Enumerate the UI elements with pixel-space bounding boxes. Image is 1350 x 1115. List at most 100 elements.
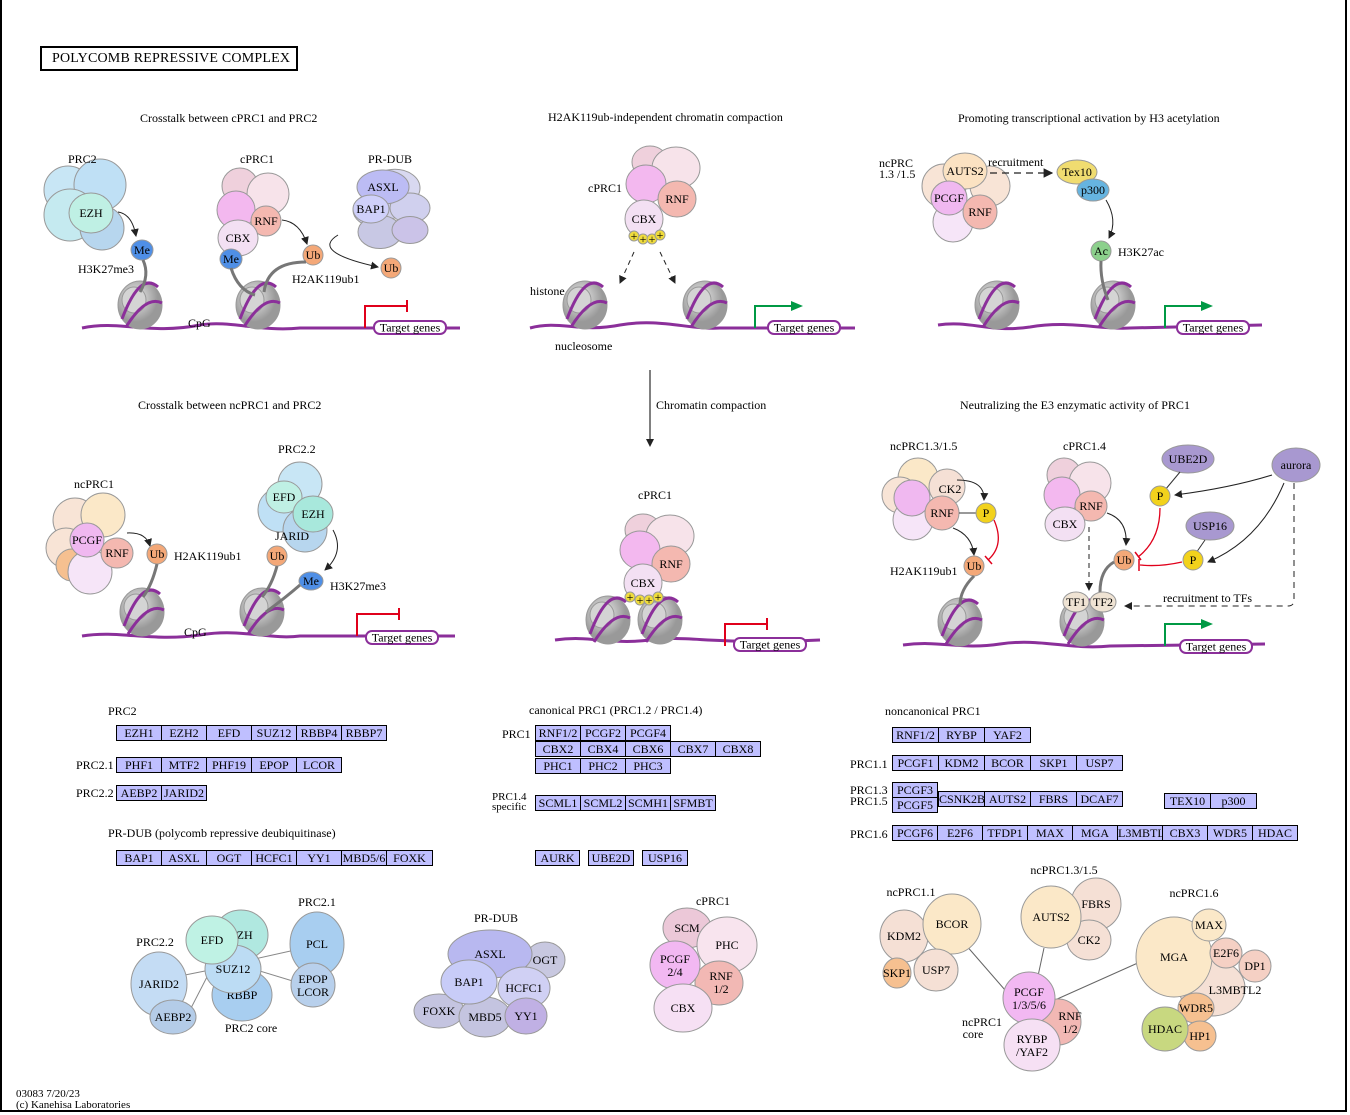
gene-BCOR[interactable]: BCOR (984, 755, 1031, 771)
gene-RYBP[interactable]: RYBP (938, 727, 985, 743)
gene-RNF1-2[interactable]: RNF1/2 (892, 727, 939, 743)
prdub-complex-title: PR-DUB (474, 911, 518, 925)
gene-FBRS[interactable]: FBRS (1030, 791, 1077, 807)
gene-EZH1[interactable]: EZH1 (116, 725, 162, 741)
gene-PHC1[interactable]: PHC1 (535, 758, 581, 774)
ube2d-node (1161, 444, 1215, 474)
gene-MTF2[interactable]: MTF2 (161, 757, 207, 773)
activate-promoter-2-head (791, 301, 803, 311)
gene-RNF1-2[interactable]: RNF1/2 (535, 725, 581, 741)
gene-UBE2D[interactable]: UBE2D (588, 850, 634, 866)
gene-PHC2[interactable]: PHC2 (580, 758, 626, 774)
gene-RBBP7[interactable]: RBBP7 (341, 725, 387, 741)
gene-PHC3[interactable]: PHC3 (625, 758, 671, 774)
gene-SCML1[interactable]: SCML1 (535, 795, 581, 811)
ezh-to-me-arrow-4 (324, 529, 338, 571)
gene-PCGF1[interactable]: PCGF1 (892, 755, 939, 771)
prdub-table-header: PR-DUB (polycomb repressive deubiquitina… (108, 826, 336, 840)
gene-SCML2[interactable]: SCML2 (580, 795, 626, 811)
gene-LCOR[interactable]: LCOR (296, 757, 342, 773)
gene-TFDP1[interactable]: TFDP1 (982, 825, 1028, 841)
ub-mark-6b-label: Ub (1117, 553, 1132, 567)
gene-CBX7[interactable]: CBX7 (670, 741, 716, 757)
prc21-complex-title: PRC2.1 (298, 895, 336, 909)
nucleosome-6b-wrap2 (1066, 617, 1105, 645)
gene-EFD[interactable]: EFD (206, 725, 252, 741)
gene-PCGF6[interactable]: PCGF6 (892, 825, 938, 841)
aebp2-node-label: AEBP2 (155, 1010, 192, 1024)
nucleosome-4b-wrap1 (242, 588, 281, 627)
cbx-node-1-label: CBX (226, 231, 251, 245)
gene-USP7[interactable]: USP7 (1076, 755, 1123, 771)
ogt-node-label: OGT (533, 953, 558, 967)
gene-ASXL[interactable]: ASXL (161, 850, 207, 866)
jarid-label-4: JARID (275, 529, 309, 543)
gene-SKP1[interactable]: SKP1 (1030, 755, 1077, 771)
gene-CBX6[interactable]: CBX6 (625, 741, 671, 757)
gene-CBX2[interactable]: CBX2 (535, 741, 581, 757)
gene-MGA[interactable]: MGA (1072, 825, 1118, 841)
rnf-sub-label-nc: 1/2 (1062, 1022, 1077, 1036)
skp1-node-label: SKP1 (883, 966, 911, 980)
gene-PHF19[interactable]: PHF19 (206, 757, 252, 773)
rnf-node-6-label: RNF (930, 506, 954, 520)
gene-AEBP2[interactable]: AEBP2 (116, 785, 162, 801)
aebp2-node (149, 999, 197, 1035)
gene-AURK[interactable]: AURK (535, 850, 580, 866)
gene-p300[interactable]: p300 (1210, 793, 1257, 809)
gene-JARID2[interactable]: JARID2 (161, 785, 207, 801)
gene-SFMBT[interactable]: SFMBT (670, 795, 716, 811)
gene-YY1[interactable]: YY1 (296, 850, 342, 866)
rnf-sub-label-c: 1/2 (713, 982, 728, 996)
gene-USP16[interactable]: USP16 (642, 850, 688, 866)
rnf-to-ub-arrow-6b (1106, 512, 1131, 546)
tf1-node (1062, 591, 1090, 613)
gene-RBBP4[interactable]: RBBP4 (296, 725, 342, 741)
gene-PCGF4[interactable]: PCGF4 (625, 725, 671, 741)
ube2d-p-inhibits-ub-bar (1134, 551, 1142, 561)
auts2-node-c (1020, 885, 1082, 949)
gene-YAF2[interactable]: YAF2 (984, 727, 1031, 743)
gene-HDAC[interactable]: HDAC (1252, 825, 1298, 841)
gene-FOXK[interactable]: FOXK (386, 850, 433, 866)
gene-OGT[interactable]: OGT (206, 850, 252, 866)
gene-MAX[interactable]: MAX (1027, 825, 1073, 841)
gene-CBX8[interactable]: CBX8 (715, 741, 761, 757)
p-mark-ube2d-label: P (1157, 489, 1164, 503)
gene-EPOP[interactable]: EPOP (251, 757, 297, 773)
gene-CSNK2B[interactable]: CSNK2B (938, 791, 985, 807)
gene-PCGF3[interactable]: PCGF3 (892, 782, 938, 798)
gene-EZH2[interactable]: EZH2 (161, 725, 207, 741)
gene-TEX10[interactable]: TEX10 (1164, 793, 1211, 809)
gene-PHF1[interactable]: PHF1 (116, 757, 162, 773)
nucleosome-2b-wrap2 (689, 300, 728, 328)
gene-L3MBTL[interactable]: L3MBTL (1117, 825, 1163, 841)
yy1-node (504, 997, 548, 1035)
gene-CBX4[interactable]: CBX4 (580, 741, 626, 757)
ncprc-line1: ncPRC (879, 156, 914, 170)
prc21-row-label: PRC2.1 (76, 758, 114, 772)
gene-AUTS2[interactable]: AUTS2 (984, 791, 1031, 807)
gene-BAP1[interactable]: BAP1 (116, 850, 162, 866)
gene-CBX3[interactable]: CBX3 (1162, 825, 1208, 841)
gene-MBD5-6[interactable]: MBD5/6 (341, 850, 387, 866)
gene-WDR5[interactable]: WDR5 (1207, 825, 1253, 841)
gene-HCFC1[interactable]: HCFC1 (251, 850, 297, 866)
histone-label: histone (530, 284, 565, 298)
gene-SCMH1[interactable]: SCMH1 (625, 795, 671, 811)
target-genes-3 (1176, 320, 1250, 335)
wdr5-node-label: WDR5 (1179, 1001, 1213, 1015)
rnf-node-1 (250, 205, 282, 237)
map-id: 03083 7/20/23 (16, 1088, 80, 1100)
gene-E2F6[interactable]: E2F6 (937, 825, 983, 841)
gene-KDM2[interactable]: KDM2 (938, 755, 985, 771)
gene-PCGF2[interactable]: PCGF2 (580, 725, 626, 741)
panel6-title: Neutralizing the E3 enzymatic activity o… (960, 398, 1190, 412)
gene-PCGF5[interactable]: PCGF5 (892, 797, 938, 813)
gene-DCAF7[interactable]: DCAF7 (1076, 791, 1123, 807)
rnf-node-5 (651, 545, 691, 583)
ncprc-line2: 1.3 /1.5 (879, 167, 916, 181)
gene-SUZ12[interactable]: SUZ12 (251, 725, 297, 741)
